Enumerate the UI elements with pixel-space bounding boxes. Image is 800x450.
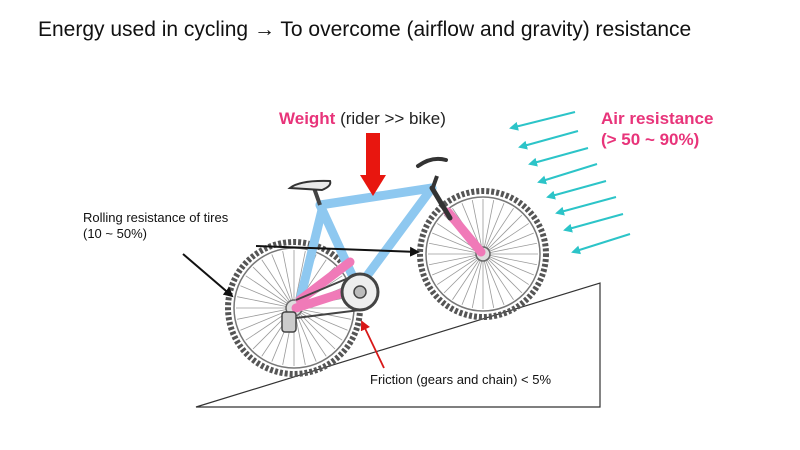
wheel-spoke [482,253,514,300]
wheel-spoke [482,253,534,276]
wheel-spoke [482,242,538,255]
wheel-spoke [443,253,484,294]
rolling-resistance-line1: Rolling resistance of tires [83,210,229,225]
air-resistance-line2: (> 50 ~ 90%) [601,130,700,150]
air-resistance-arrows-icon [509,111,631,255]
weight-label: Weight (rider >> bike) [279,108,446,129]
wheel-spoke [482,253,523,294]
weight-label-emph: Weight [279,109,336,128]
wheel-spoke [461,253,484,305]
wheel-spoke [482,253,538,266]
incline-icon [195,282,601,408]
wheel-spoke [482,253,529,285]
wheel-spoke [482,253,495,309]
rolling-resistance-line2: (10 ~ 50%) [83,226,147,242]
wheel-spoke [240,285,295,309]
rolling-resistance-label: Rolling resistance of tires (10 ~ 50%) [83,210,228,243]
wheel-spoke [482,232,534,255]
wheel-spoke [282,251,295,309]
wheel-spoke [471,199,484,255]
wheel-spoke [482,223,529,255]
bike-frame [295,183,437,305]
wheel-spoke [482,253,505,305]
wheel-spoke [452,253,484,300]
wheel-spoke [252,266,295,309]
weight-arrow-icon [360,133,386,196]
wheel-spoke [471,253,484,309]
weight-label-rest: (rider >> bike) [335,109,446,128]
wheel-spoke [428,242,484,255]
wheel-spoke [293,307,343,341]
wheel-spoke [437,253,484,285]
wheel-spoke [293,307,327,357]
wheel-spoke [261,259,295,309]
friction-arrow-icon [360,320,385,369]
wheel-spoke [482,203,505,255]
wheel-spoke [482,199,495,255]
air-resistance-line1: Air resistance [601,109,714,128]
wheel-spoke [245,275,295,309]
friction-label: Friction (gears and chain) < 5% [370,372,552,387]
wheel-spoke [293,307,348,331]
wheel-spoke [432,253,484,276]
wheel-spoke [271,254,295,309]
rolling-resistance-arrows-icon [182,245,420,298]
bicycle-icon [225,156,549,377]
wheel-spoke [237,307,295,320]
wheel-spoke [428,253,484,266]
air-resistance-label: Air resistance (> 50 ~ 90%) [601,108,713,151]
wheel-spoke [237,296,295,309]
wheel-spoke [293,307,336,350]
page-title: Energy used in cycling → To overcome (ai… [38,18,692,41]
wheel-spoke [482,208,514,255]
wheel-spoke [482,214,523,255]
